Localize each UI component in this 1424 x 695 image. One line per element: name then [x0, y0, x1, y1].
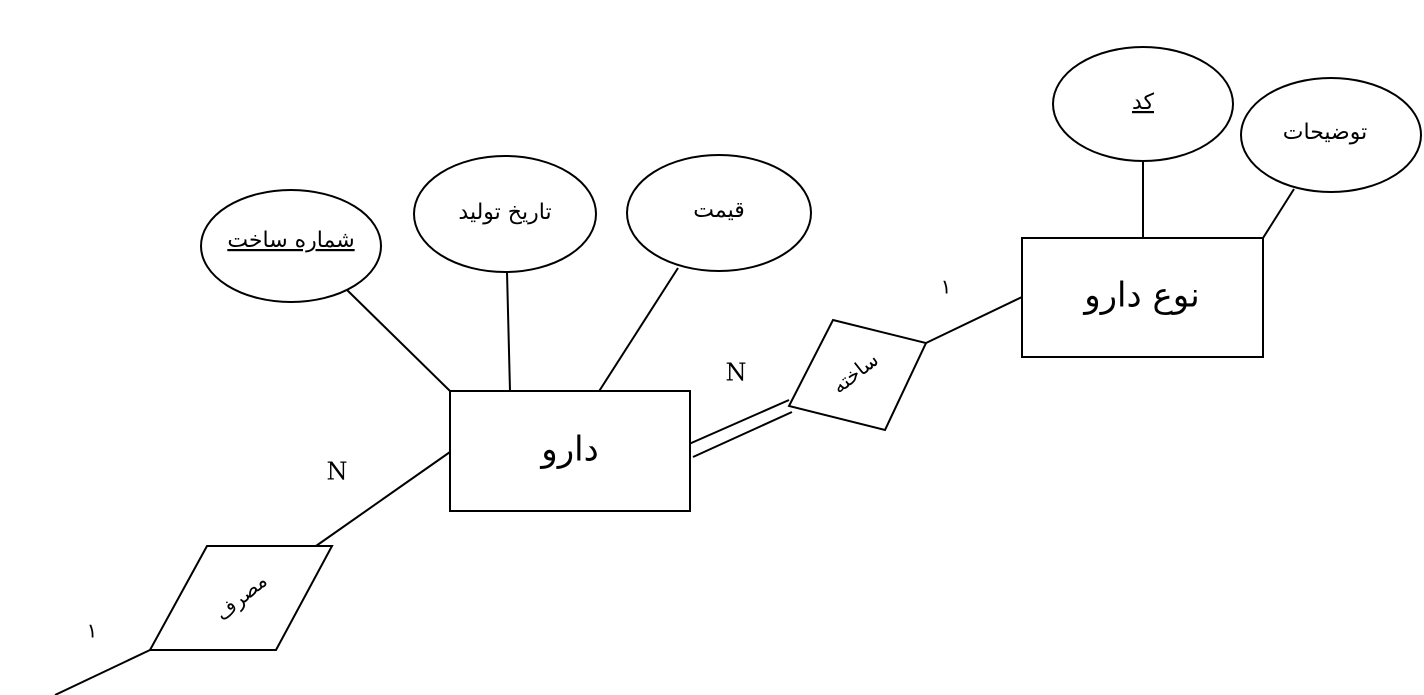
- entity-drug[interactable]: دارو: [449, 390, 691, 512]
- attribute-production-date-label: تاریخ تولید: [458, 200, 551, 225]
- line-description-to-drugtype: [1262, 188, 1295, 239]
- entity-drug-type-box: [1021, 237, 1264, 358]
- line-consumption-to-offpage: [54, 649, 151, 695]
- attribute-serial-number-label: شماره ساخت: [227, 228, 354, 253]
- entity-drug-label: دارو: [539, 430, 598, 470]
- attribute-description-label: توضیحات: [1283, 120, 1367, 145]
- attribute-price[interactable]: قیمت: [626, 154, 812, 272]
- attribute-price-label: قیمت: [693, 198, 744, 223]
- entity-drug-type[interactable]: نوع دارو: [1021, 237, 1264, 358]
- attribute-serial-number-ellipse: [200, 189, 382, 303]
- attribute-production-date[interactable]: تاریخ تولید: [413, 155, 597, 273]
- relationship-consumption[interactable]: مصرف: [148, 545, 334, 651]
- line-drugtype-to-made: [925, 296, 1023, 344]
- line-drug-to-consumption: [315, 451, 451, 547]
- cardinality-consumption-other: ١: [87, 619, 98, 643]
- cardinality-made-drug-type: ١: [941, 275, 952, 299]
- line-serial-to-drug: [344, 287, 451, 392]
- attribute-description[interactable]: توضیحات: [1240, 77, 1422, 193]
- entity-drug-box: [449, 390, 691, 512]
- cardinality-consumption-drug: N: [327, 458, 348, 486]
- line-drug-to-made-outer: [688, 399, 790, 445]
- line-production-to-drug: [506, 271, 511, 392]
- attribute-serial-number[interactable]: شماره ساخت: [200, 189, 382, 303]
- entity-drug-type-label: نوع دارو: [1082, 276, 1200, 316]
- relationship-made[interactable]: ساخته: [787, 318, 928, 432]
- line-drug-to-made-inner: [692, 411, 793, 458]
- attribute-code-label: کد: [1132, 90, 1155, 115]
- attribute-production-date-ellipse: [413, 155, 597, 273]
- attribute-description-ellipse: [1240, 77, 1422, 193]
- cardinality-made-drug: N: [726, 359, 747, 387]
- relationship-made-diamond: [787, 318, 928, 432]
- attribute-code[interactable]: کد: [1052, 46, 1234, 162]
- attribute-code-ellipse: [1052, 46, 1234, 162]
- relationship-consumption-diamond: [148, 545, 334, 651]
- attribute-price-ellipse: [626, 154, 812, 272]
- line-price-to-drug: [595, 267, 679, 397]
